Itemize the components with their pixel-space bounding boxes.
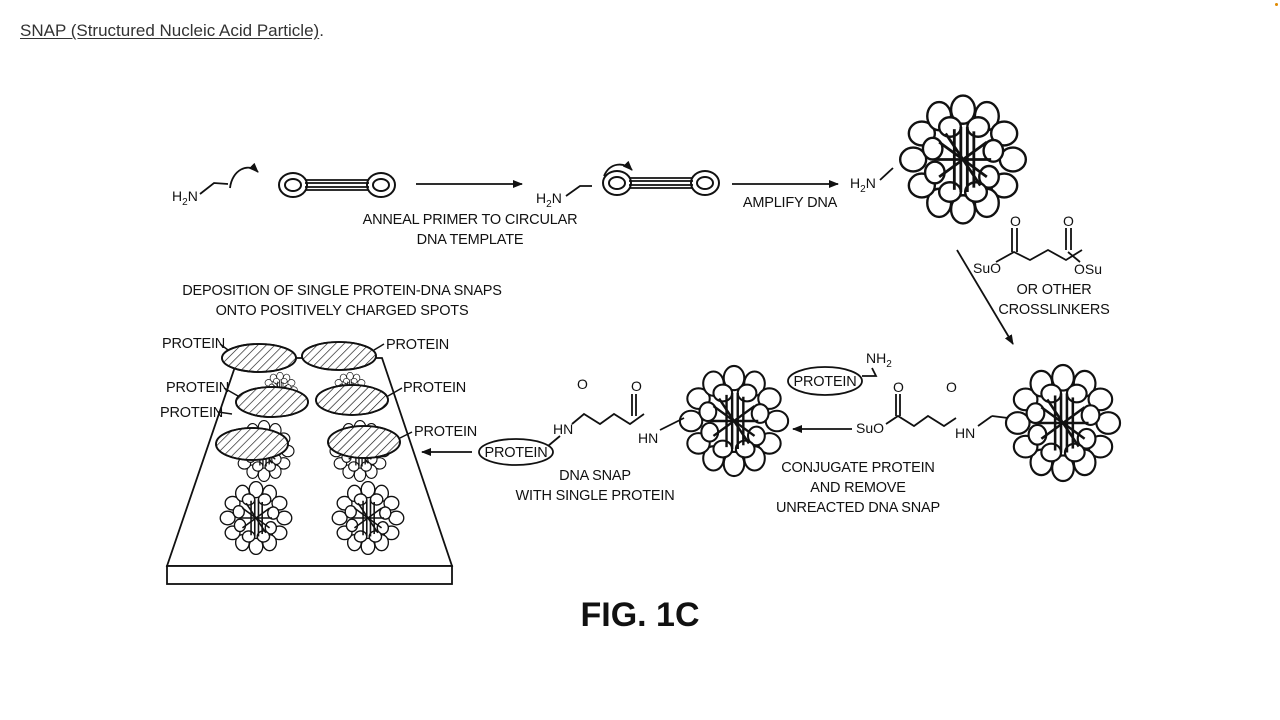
- dna-snap-activated: [1004, 363, 1122, 483]
- linker-o1: O: [893, 379, 904, 395]
- header-period: .: [319, 21, 324, 40]
- conjugate-label-line1: CONJUGATE PROTEIN: [781, 460, 934, 476]
- protein-nh2: NH2: [866, 350, 892, 370]
- figure-caption: FIG. 1C: [580, 596, 699, 634]
- primer-amine-1: H2N: [172, 162, 259, 208]
- conjugate-label-line2: AND REMOVE: [810, 480, 906, 496]
- crosslinker-label-line1: OR OTHER: [1017, 282, 1092, 298]
- linker-o2: O: [946, 379, 957, 395]
- arrow-crosslink: [956, 249, 1014, 345]
- surface-protein-label-6: PROTEIN: [414, 424, 477, 440]
- svg-text:H2N: H2N: [850, 175, 876, 195]
- svg-text:H2N: H2N: [536, 190, 562, 210]
- crosslinker-o1: O: [1010, 213, 1021, 229]
- header-link-text[interactable]: SNAP (Structured Nucleic Acid Particle): [20, 21, 320, 40]
- protein-conjugated-label: PROTEIN: [484, 445, 547, 461]
- surface-protein-label-3: PROTEIN: [166, 380, 229, 396]
- surface-protein-label-2: PROTEIN: [386, 337, 449, 353]
- corner-dot: [1275, 3, 1278, 6]
- product-label-line1: DNA SNAP: [559, 468, 631, 484]
- conjugate-o2: O: [631, 378, 642, 394]
- anneal-label-line2: DNA TEMPLATE: [417, 232, 524, 248]
- linker-hn: HN: [955, 425, 975, 441]
- protein-amine-bond: [862, 367, 878, 377]
- primed-dna-template: [602, 170, 720, 196]
- crosslinker-osu: OSu: [1074, 261, 1102, 277]
- protein-conjugated: [478, 438, 554, 466]
- nhs-linker: [885, 394, 1009, 428]
- surface-proteins: [215, 341, 401, 461]
- conjugate-o1: O: [577, 376, 588, 392]
- deposition-label-line1: DEPOSITION OF SINGLE PROTEIN-DNA SNAPS: [182, 283, 502, 299]
- crosslinker-label-line2: CROSSLINKERS: [998, 302, 1109, 318]
- dna-snap-1: [898, 94, 1028, 225]
- circular-dna-template: [278, 172, 396, 198]
- svg-text:H2N: H2N: [172, 188, 198, 208]
- crosslinker-o2: O: [1063, 213, 1074, 229]
- amine-snap: H2N: [850, 167, 894, 195]
- header-link[interactable]: SNAP (Structured Nucleic Acid Particle).: [20, 21, 324, 41]
- crosslinker-structure: [995, 228, 1083, 263]
- surface-protein-label-1: PROTEIN: [162, 336, 225, 352]
- surface-protein-label-4: PROTEIN: [403, 380, 466, 396]
- conjugate-nh: HN: [638, 430, 658, 446]
- linker-suo: SuO: [856, 420, 884, 436]
- primer-amine-2: H2N: [536, 185, 592, 210]
- product-label-line2: WITH SINGLE PROTEIN: [516, 488, 675, 504]
- surface-protein-label-5: PROTEIN: [160, 405, 223, 421]
- protein-reagent-label: PROTEIN: [793, 374, 856, 390]
- conjugate-linker: [547, 394, 685, 447]
- crosslinker-suo: SuO: [973, 260, 1001, 276]
- dna-snap-conjugated: [678, 364, 790, 478]
- anneal-label-line1: ANNEAL PRIMER TO CIRCULAR: [363, 212, 578, 228]
- protein-reagent: [787, 366, 863, 396]
- deposition-label-line2: ONTO POSITIVELY CHARGED SPOTS: [216, 303, 469, 319]
- conjugate-label-line3: UNREACTED DNA SNAP: [776, 500, 940, 516]
- primer-extension-arrow: [603, 160, 633, 177]
- amplify-label: AMPLIFY DNA: [743, 195, 838, 211]
- conjugate-hn: HN: [553, 421, 573, 437]
- protein-leader-lines: [217, 343, 413, 439]
